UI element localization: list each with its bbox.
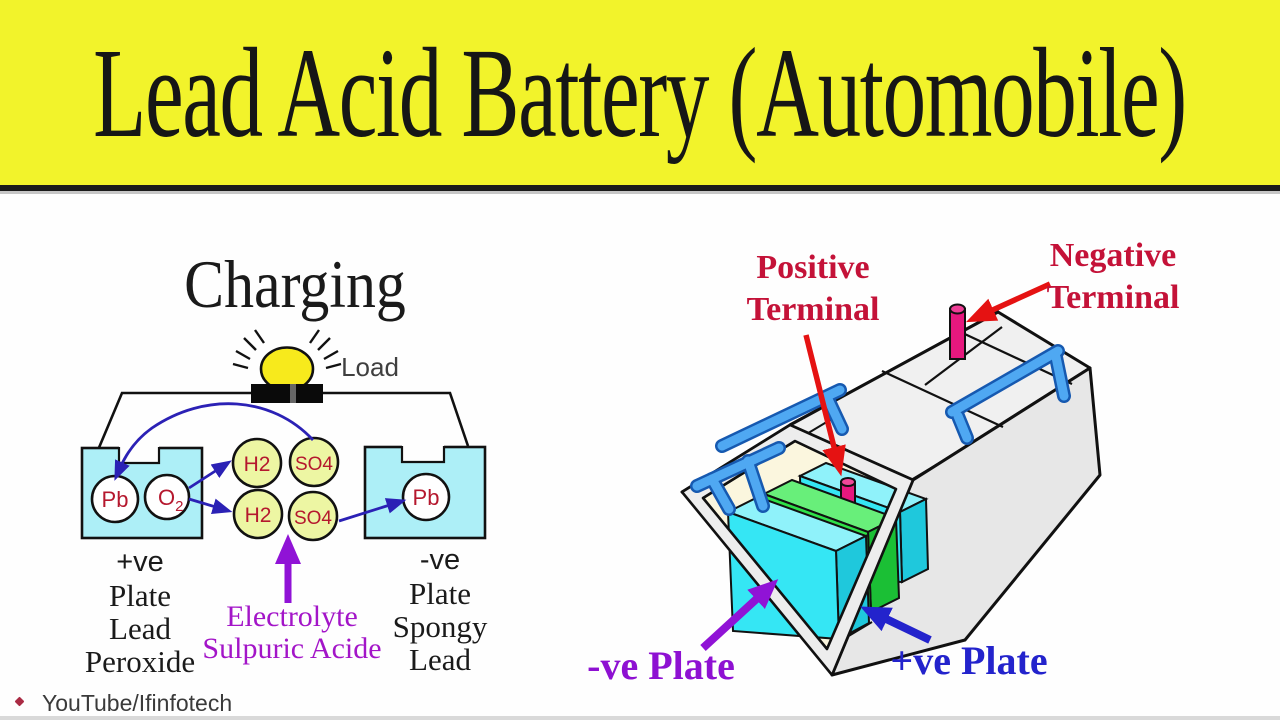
connector-bar-back xyxy=(947,346,1063,417)
watermark: YouTube/Ifinfotech xyxy=(42,690,233,716)
bottom-edge-strip xyxy=(0,716,1280,720)
battery-3d xyxy=(680,281,1102,677)
so4-top-circle xyxy=(288,436,340,488)
h2-top-label: H2 xyxy=(244,453,271,476)
o2-label: O2 xyxy=(158,485,183,515)
h2-bottom-circle xyxy=(232,488,284,540)
negative-terminal-label-line: Negative xyxy=(1049,237,1177,274)
banner-divider xyxy=(0,185,1280,191)
pb-left-label: Pb xyxy=(102,487,129,512)
negative-plate-caption-line: Spongy xyxy=(392,609,488,644)
h2-top-circle xyxy=(231,437,283,489)
positive-plate-arrow xyxy=(860,606,932,644)
positive-plate-caption-line: Peroxide xyxy=(84,644,196,679)
positive-terminal-arrow xyxy=(803,334,846,477)
negative-plate-tag: -ve Plate xyxy=(587,643,735,688)
banner-divider-shadow xyxy=(0,191,1280,194)
banner: Lead Acid Battery (Automobile) xyxy=(0,0,1280,185)
charging-title: Charging xyxy=(184,246,406,322)
circuit-wire xyxy=(96,391,470,451)
so4-top-label: SO4 xyxy=(295,454,333,475)
negative-terminal-label: Negative Terminal xyxy=(1047,235,1180,319)
negative-plate-caption-line: -ve xyxy=(419,544,461,576)
so4-bottom-circle xyxy=(287,490,339,542)
bulb-base-divider xyxy=(290,384,296,403)
arrow-o2-to-h2-bottom xyxy=(188,497,233,514)
h2-bottom-label: H2 xyxy=(245,504,272,527)
load-label: Load xyxy=(341,352,399,382)
pb-right-label: Pb xyxy=(413,485,440,510)
charging-circuit: Pb O2 H2 SO4 H2 SO4 Pb xyxy=(80,329,487,603)
electrolyte-caption: Electrolyte Sulpuric Acide xyxy=(202,601,381,665)
positive-plate-caption-line: Plate xyxy=(108,578,171,613)
negative-plate-arrow xyxy=(700,579,779,651)
plate-slot-notch xyxy=(400,446,446,464)
bulb-rays-icon xyxy=(232,329,342,370)
positive-plate-caption: +ve Plate Lead Peroxide xyxy=(85,546,195,678)
positive-plate-tag: +ve Plate xyxy=(890,638,1048,683)
arrow-so4-to-pb-left xyxy=(114,402,315,481)
positive-terminal-label-line: Positive xyxy=(756,249,870,286)
negative-plate-caption: -ve Plate Spongy Lead xyxy=(393,544,488,676)
negative-plate-caption-line: Lead xyxy=(409,642,471,677)
arrow-o2-to-h2-top xyxy=(188,460,232,490)
negative-terminal-label-line: Terminal xyxy=(1046,279,1180,316)
positive-terminal-label: Positive Terminal xyxy=(747,247,880,331)
pb-right-circle xyxy=(401,472,451,522)
positive-plate-caption-line: +ve xyxy=(116,546,164,578)
negative-plate-caption-line: Plate xyxy=(409,576,471,611)
positive-plate-caption-line: Lead xyxy=(109,611,171,646)
electrolyte-caption-line: Sulpuric Acide xyxy=(202,632,382,665)
reaction-arrows xyxy=(114,402,407,523)
arrow-so4-to-pb-right xyxy=(338,498,407,523)
page-title: Lead Acid Battery (Automobile) xyxy=(93,21,1188,164)
o2-circle xyxy=(143,473,191,521)
negative-terminal-arrow xyxy=(965,281,1052,323)
negative-terminal-rod xyxy=(949,303,966,360)
bulb-base xyxy=(251,384,323,403)
so4-bottom-label: SO4 xyxy=(294,508,332,529)
positive-terminal-label-line: Terminal xyxy=(746,291,880,328)
electrolyte-caption-line: Electrolyte xyxy=(226,600,358,633)
